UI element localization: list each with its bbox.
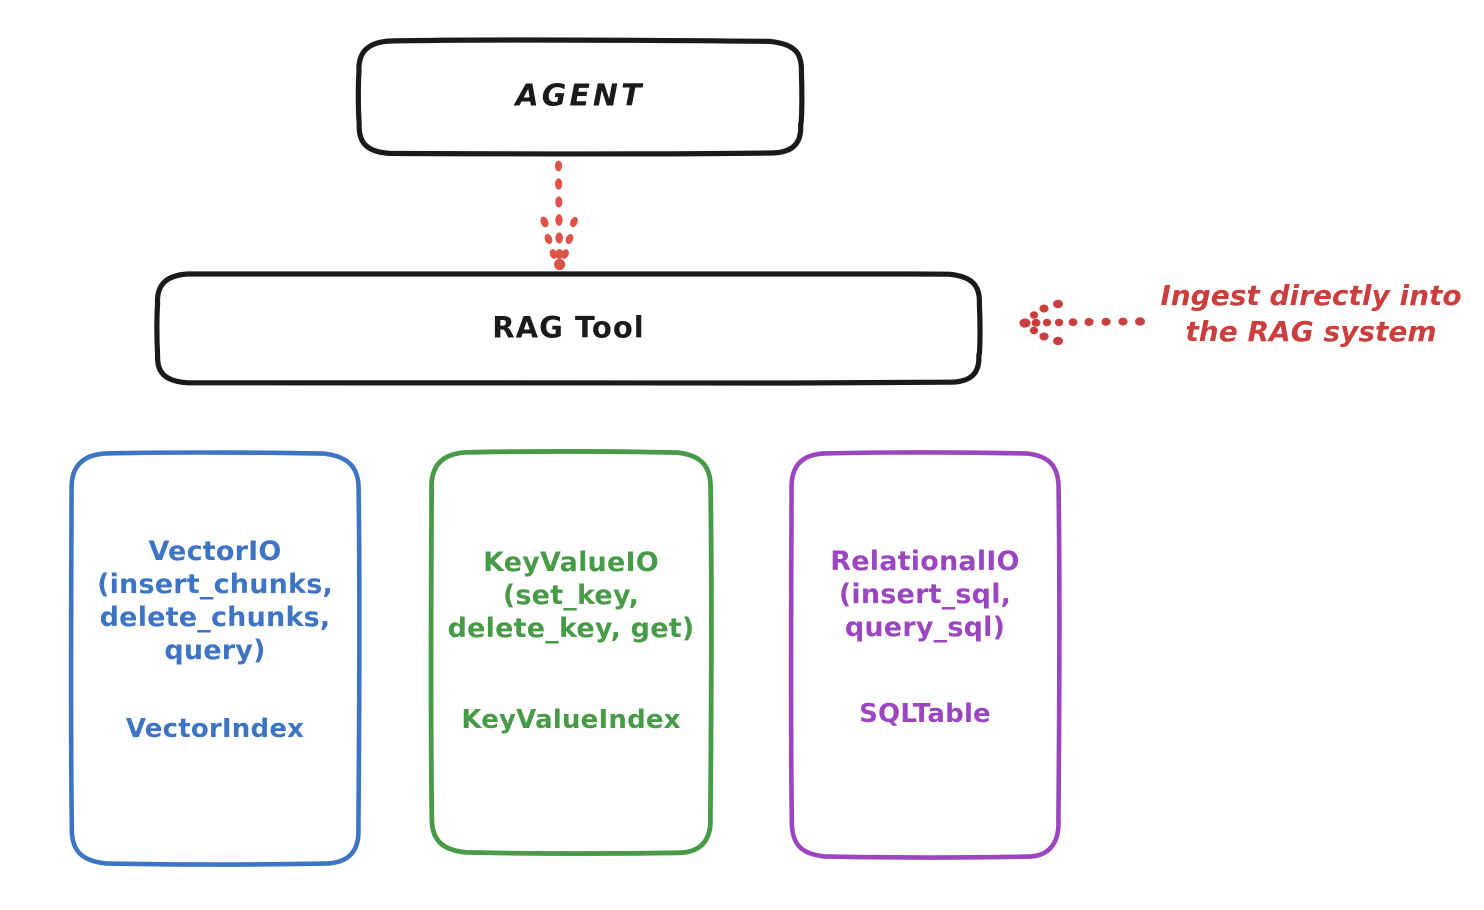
rag-tool-node[interactable]: RAG Tool [154, 270, 983, 386]
key-value-io-box-outline [428, 449, 714, 856]
vector-io-index-label: VectorIndex [125, 714, 305, 744]
ingest-into-rag-arrow [1019, 299, 1145, 346]
relational-io-index-label: SQLTable [859, 699, 991, 729]
agent-to-rag-tool-arrow [540, 160, 578, 271]
vector-io-api-label: VectorIO (insert_chunks, delete_chunks, … [97, 536, 333, 666]
rag-tool-box-outline [154, 270, 983, 386]
vector-io-node[interactable]: VectorIO (insert_chunks, delete_chunks, … [68, 450, 362, 867]
relational-io-node[interactable]: RelationalIO (insert_sql, query_sql) SQL… [788, 450, 1062, 860]
ingest-annotation-text: Ingest directly into the RAG system [1160, 279, 1462, 349]
key-value-io-node[interactable]: KeyValueIO (set_key, delete_key, get) Ke… [428, 449, 714, 856]
agent-box-outline [355, 37, 805, 157]
key-value-io-index-label: KeyValueIndex [461, 705, 681, 735]
agent-label: AGENT [515, 78, 645, 114]
key-value-io-api-label: KeyValueIO (set_key, delete_key, get) [447, 547, 695, 644]
rag-tool-label: RAG Tool [492, 310, 645, 345]
vector-io-box-outline [68, 450, 362, 867]
relational-io-box-outline [788, 450, 1062, 860]
agent-node[interactable]: AGENT [355, 37, 805, 157]
relational-io-api-label: RelationalIO (insert_sql, query_sql) [830, 546, 1020, 643]
